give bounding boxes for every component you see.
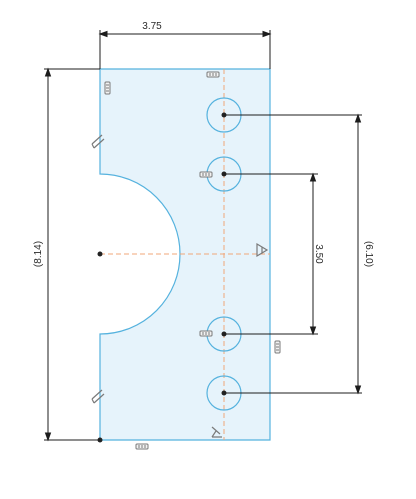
dimension-overall-height-label[interactable]: (8.14) xyxy=(33,241,44,267)
tangent-constraint-icon[interactable] xyxy=(91,389,105,404)
equal-constraint-icon[interactable] xyxy=(199,171,213,178)
horizontal-constraint-icon[interactable] xyxy=(206,71,220,78)
midpoint-constraint-icon[interactable] xyxy=(256,242,269,258)
dimension-width[interactable] xyxy=(98,30,272,69)
horizontal-constraint-icon[interactable] xyxy=(135,443,149,450)
dimension-hole-spacing[interactable] xyxy=(224,172,318,336)
dimension-overall-height[interactable] xyxy=(44,67,100,442)
equal-constraint-icon[interactable] xyxy=(199,330,213,337)
vertical-constraint-icon[interactable] xyxy=(274,340,281,354)
vertical-constraint-icon[interactable] xyxy=(104,81,111,95)
dimension-outer-hole-spacing[interactable] xyxy=(224,113,362,395)
perpendicular-constraint-icon[interactable] xyxy=(211,426,222,438)
sketch-point-arc-center[interactable] xyxy=(97,251,103,257)
dimension-width-label[interactable]: 3.75 xyxy=(142,21,162,32)
dimension-hole-spacing-label[interactable]: 3.50 xyxy=(313,244,324,264)
tangent-constraint-icon[interactable] xyxy=(91,134,105,149)
dimension-outer-hole-spacing-label[interactable]: (6.10) xyxy=(363,241,374,267)
